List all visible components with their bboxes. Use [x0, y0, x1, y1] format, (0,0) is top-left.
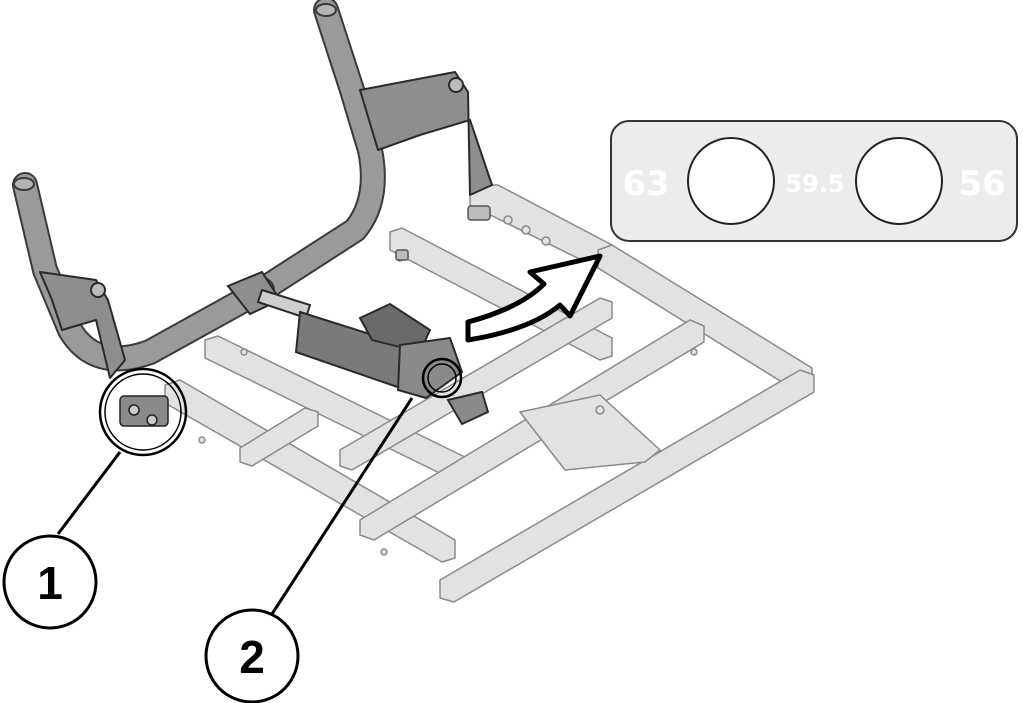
direction-arrow-icon [465, 253, 603, 343]
gas-actuator [256, 288, 490, 426]
plate-label-center: 59.5 [785, 170, 844, 198]
frame-middle-rail [359, 319, 705, 541]
backrest-frame [12, 0, 493, 379]
leader-line-1 [56, 451, 122, 535]
leader-line-2 [270, 397, 414, 615]
callout-2-label: 2 [239, 631, 265, 683]
adjustment-plate: 63 59.5 56 [610, 120, 1018, 242]
detail-marker-2 [421, 357, 463, 399]
plate-label-left: 63 [622, 164, 669, 204]
detail-1-bolts [119, 395, 169, 427]
seat-frame [164, 184, 815, 603]
callout-2: 2 [204, 608, 300, 703]
rear-pivot-pin [395, 205, 491, 261]
plate-hole-right [855, 137, 943, 225]
frame-center-brace [519, 394, 661, 471]
frame-cross-short [239, 407, 319, 467]
frame-cross-rear [339, 297, 613, 471]
callout-1: 1 [2, 534, 98, 630]
detail-marker-1 [98, 367, 188, 457]
plate-label-right: 56 [958, 164, 1005, 204]
frame-front-rail [439, 369, 815, 603]
plate-hole-left [687, 137, 775, 225]
backrest-left-hinge [39, 271, 126, 379]
callout-1-label: 1 [37, 557, 63, 609]
